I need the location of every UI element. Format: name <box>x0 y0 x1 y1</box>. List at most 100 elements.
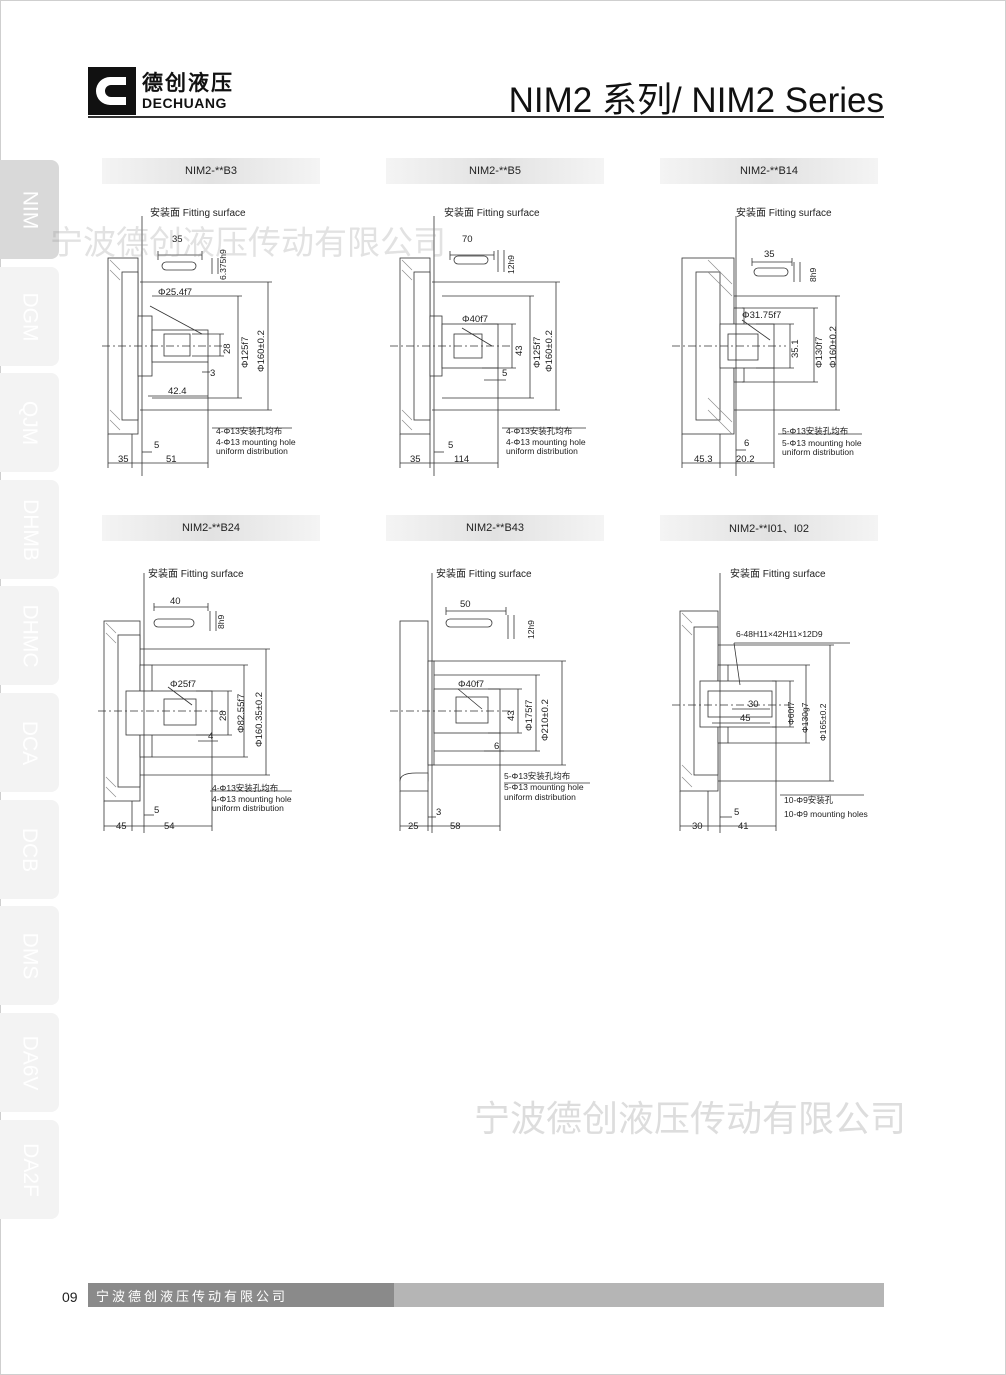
dim-base: 25 <box>408 821 419 832</box>
dim-step: 3 <box>210 368 215 379</box>
logo-english-name: DECHUANG <box>142 95 227 111</box>
dim-base: 45.3 <box>694 454 713 465</box>
dim-flange: 3 <box>436 807 441 818</box>
dim-step: 4 <box>208 731 213 742</box>
drawing-i01-i02-diagram: 安装面 Fitting surface 6-48H11×42H11×12D9 3… <box>672 567 868 833</box>
footer-company: 宁波德创液压传动有限公司 <box>88 1283 394 1307</box>
holes-label-en2: uniform distribution <box>782 447 854 457</box>
dim-pilot-diameter: Φ175f7 <box>524 700 535 731</box>
drawing-b5-diagram: 安装面 Fitting surface 70 12h9 Φ40f7 43 Φ12… <box>390 206 586 476</box>
dim-bolt-circle: Φ160±0.2 <box>828 326 839 368</box>
drawing-b14: NIM2-**B14 安装面 Fitt <box>650 158 930 488</box>
dim-base: 35 <box>410 454 421 465</box>
dim-shaft-height: 28 <box>222 343 233 354</box>
dim-shaft-height: 35.1 <box>790 340 801 359</box>
dim-length: 20.2 <box>736 454 755 465</box>
dim-flange: 6 <box>744 438 749 449</box>
dim-flange: 5 <box>448 440 453 451</box>
dechuang-logo-icon <box>88 67 136 115</box>
dim-base: 45 <box>116 821 127 832</box>
dim-length: 54 <box>164 821 175 832</box>
logo-chinese-name: 德创液压 <box>142 70 234 95</box>
dim-pilot-diameter: Φ82.55f7 <box>236 694 247 733</box>
dim-shaft-height: 43 <box>506 710 517 721</box>
side-tab-dcb[interactable]: DCB <box>0 800 59 899</box>
holes-label-en2: uniform distribution <box>506 446 578 456</box>
dim-length: 51 <box>166 454 177 465</box>
dim-key-width: 8h9 <box>808 268 818 282</box>
dim-key-length: 50 <box>460 599 471 610</box>
side-tab-dhmc[interactable]: DHMC <box>0 586 59 685</box>
holes-label-cn: 10-Φ9安装孔 <box>784 795 834 805</box>
dim-pilot-diameter: Φ130f7 <box>814 337 825 368</box>
dim-key-width: 6.375h9 <box>218 249 228 280</box>
holes-label-cn: 4-Φ13安装孔均布 <box>216 426 282 436</box>
dim-shaft-diameter: Φ31.75f7 <box>742 310 781 321</box>
dim-shaft-diameter: Φ40f7 <box>458 679 484 690</box>
dim-key-width: 12h9 <box>506 255 516 274</box>
title-rule <box>88 116 884 118</box>
dim-shaft-diameter: Φ25f7 <box>170 679 196 690</box>
holes-label-en2: uniform distribution <box>504 792 576 802</box>
fitting-surface-label: 安装面 Fitting surface <box>444 206 540 219</box>
dim-length: 58 <box>450 821 461 832</box>
drawing-b5: NIM2-**B5 安装 <box>376 158 656 488</box>
holes-label-en: 4-Φ13 mounting hole <box>506 437 586 447</box>
fitting-surface-label: 安装面 Fitting surface <box>150 206 246 219</box>
dim-spline: 6-48H11×42H11×12D9 <box>736 629 823 639</box>
dim-step: 5 <box>502 368 507 379</box>
side-tab-dgm[interactable]: DGM <box>0 267 59 366</box>
company-logo: 德创液压 DECHUANG <box>88 66 234 116</box>
drawing-b3-diagram: 安装面 Fitting surface 35 6.375h9 Φ25.4f7 2… <box>102 206 296 476</box>
dim-flange: 5 <box>734 807 739 818</box>
dim-step: 6 <box>494 741 499 752</box>
dim-base: 35 <box>118 454 129 465</box>
dim-length-2: 42.4 <box>168 386 187 397</box>
dim-length: 41 <box>738 821 749 832</box>
side-tab-dhmb[interactable]: DHMB <box>0 480 59 579</box>
holes-label-cn: 5-Φ13安装孔均布 <box>504 771 570 781</box>
side-tab-nim[interactable]: NIM <box>0 160 59 259</box>
dim-key-length: 35 <box>172 234 183 245</box>
drawing-b14-diagram: 安装面 Fitting surface 35 8h9 Φ31.75f7 35.1… <box>672 206 862 476</box>
drawing-b43-diagram: 安装面 Fitting surface 50 12h9 Φ40f7 43 Φ17… <box>390 567 590 833</box>
side-tab-dca[interactable]: DCA <box>0 693 59 792</box>
drawing-b3: NIM2-**B3 <box>92 158 372 488</box>
fitting-surface-label: 安装面 Fitting surface <box>736 206 832 219</box>
side-tab-da2f[interactable]: DA2F <box>0 1120 59 1219</box>
dim-bolt-circle: Φ210±0.2 <box>540 699 551 741</box>
page-footer: 09 宁波德创液压传动有限公司 <box>62 1283 884 1309</box>
dim-key-length: 35 <box>764 249 775 260</box>
dim-bolt-circle: Φ160.35±0.2 <box>254 692 265 747</box>
dim-key-width: 12h9 <box>526 620 536 639</box>
side-tab-da6v[interactable]: DA6V <box>0 1013 59 1112</box>
dim-shaft-height: 28 <box>218 710 229 721</box>
drawing-title: NIM2-**B14 <box>660 158 878 184</box>
drawing-title: NIM2-**I01、I02 <box>660 515 878 541</box>
holes-label-en: 5-Φ13 mounting hole <box>782 438 862 448</box>
fitting-surface-label: 安装面 Fitting surface <box>730 567 826 580</box>
holes-label-en: 4-Φ13 mounting hole <box>212 794 292 804</box>
holes-label-en2: uniform distribution <box>212 803 284 813</box>
holes-label-cn: 5-Φ13安装孔均布 <box>782 426 848 436</box>
dim-bolt-circle: Φ160±0.2 <box>256 330 267 372</box>
page-title: NIM2 系列/ NIM2 Series <box>508 81 884 120</box>
dim-length: 114 <box>454 454 469 465</box>
side-tab-dms[interactable]: DMS <box>0 906 59 1005</box>
drawing-title: NIM2-**B5 <box>386 158 604 184</box>
drawing-i01-i02: NIM2-**I01、I02 安装面 <box>650 515 930 845</box>
dim-flange: 5 <box>154 440 159 451</box>
dim-flange: 5 <box>154 805 159 816</box>
side-tab-qjm[interactable]: QJM <box>0 373 59 472</box>
dim-bolt-circle: Φ160±0.2 <box>544 330 555 372</box>
dim-pilot-diameter: Φ130g7 <box>800 702 810 733</box>
dim-bore-length: 45 <box>740 713 751 724</box>
dim-bore-depth: 30 <box>748 699 759 710</box>
dim-pilot-diameter: Φ125f7 <box>240 337 251 368</box>
fitting-surface-label: 安装面 Fitting surface <box>148 567 244 580</box>
holes-label-en: 10-Φ9 mounting holes <box>784 809 868 819</box>
dim-shaft-height: 43 <box>514 345 525 356</box>
dim-base: 30 <box>692 821 703 832</box>
dim-pilot-small: Φ60f7 <box>786 701 796 725</box>
dim-pilot-diameter: Φ125f7 <box>532 337 543 368</box>
